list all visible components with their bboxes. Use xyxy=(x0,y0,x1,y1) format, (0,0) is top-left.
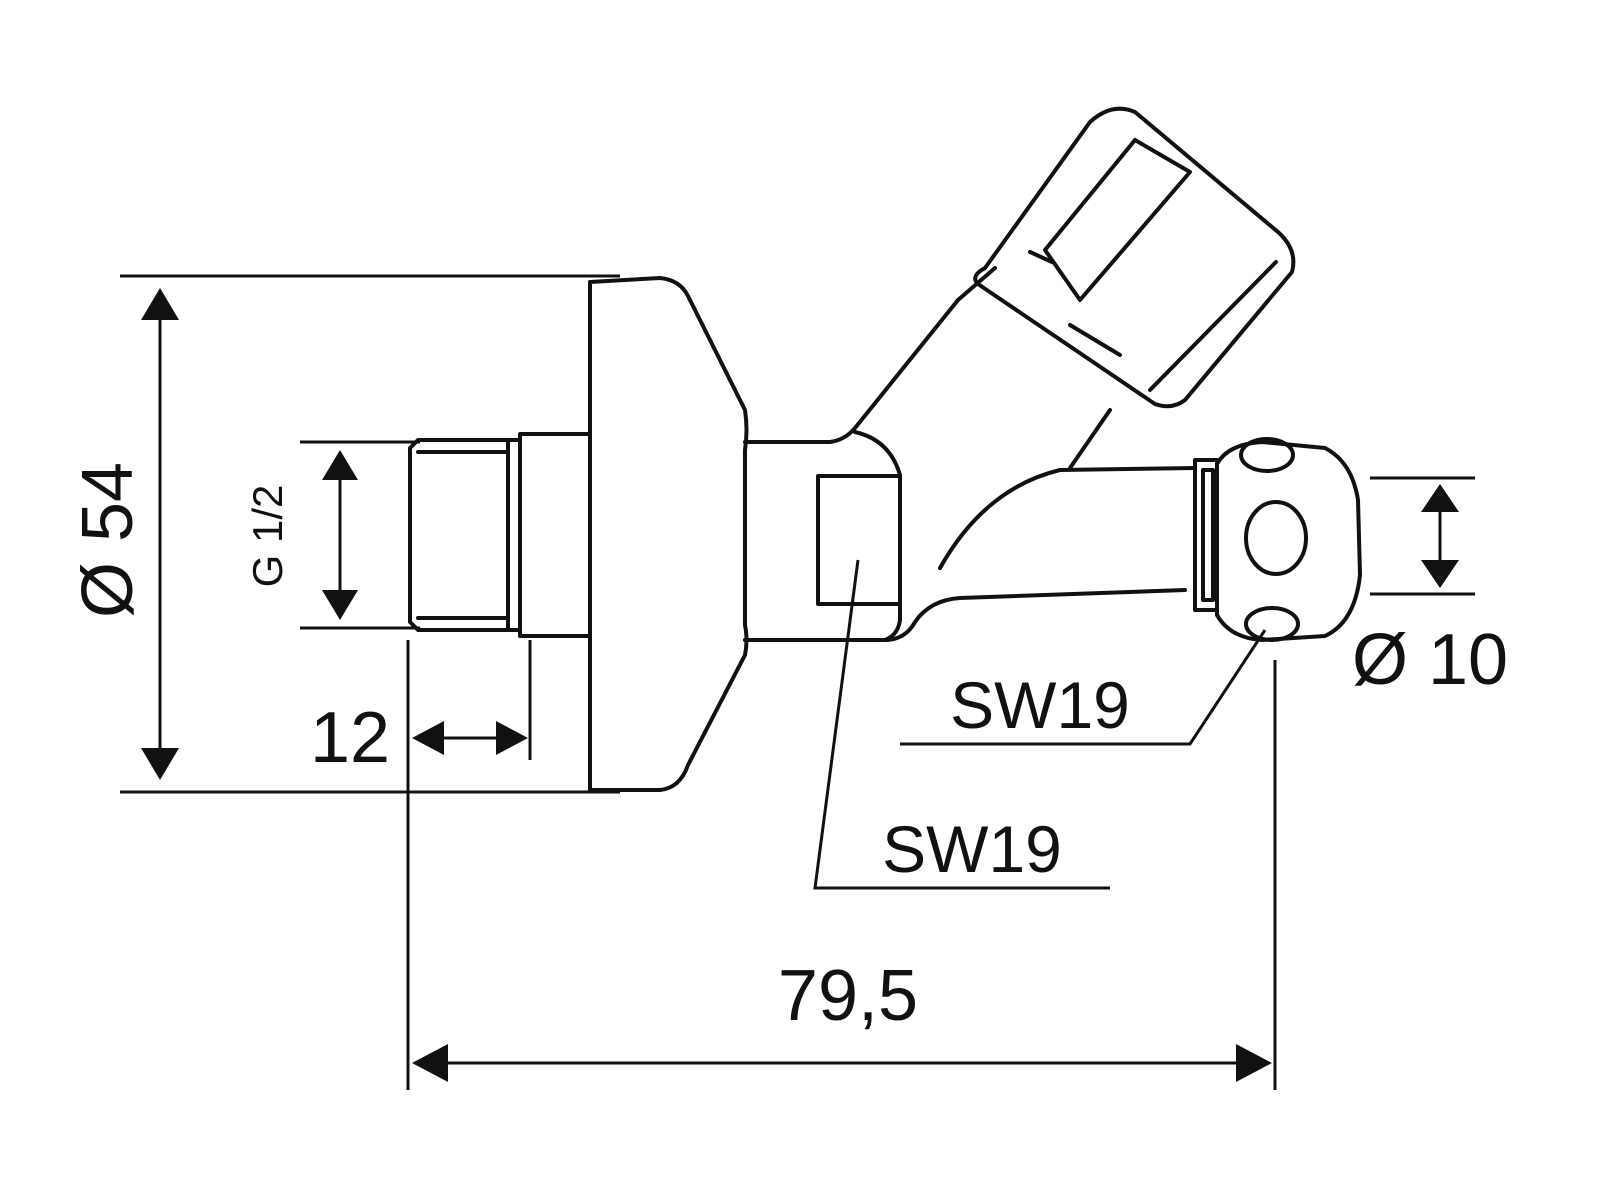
arrow-795-right xyxy=(1236,1044,1272,1082)
dim-10-extension xyxy=(1370,476,1475,596)
upper-branch xyxy=(956,266,1112,470)
dim-54-extension xyxy=(120,274,620,794)
dim-795-extension xyxy=(440,660,1277,1090)
thread-lines xyxy=(416,438,510,632)
outlet-pipe xyxy=(1058,466,1197,606)
collar xyxy=(518,432,592,638)
body-cutout xyxy=(853,430,902,642)
dim-g12-extension xyxy=(300,440,420,630)
dimension-lines xyxy=(120,274,1475,1090)
flange-rosette xyxy=(588,276,749,792)
arrow-12-right xyxy=(496,721,528,755)
nut-hole-top xyxy=(1239,437,1295,473)
body-curve xyxy=(938,468,1062,570)
thread-stub xyxy=(408,438,522,632)
handle-knob xyxy=(973,106,1296,409)
label-thread: G 1/2 xyxy=(244,485,291,588)
handle-grip xyxy=(1043,138,1278,392)
label-flange-diameter: Ø 54 xyxy=(68,462,148,618)
arrow-795-left xyxy=(412,1044,448,1082)
arrow-g12-top xyxy=(322,450,358,480)
label-thread-length: 12 xyxy=(310,698,390,778)
arrow-54-bottom xyxy=(141,748,179,780)
leader-sw19-body xyxy=(813,559,1110,890)
arrow-g12-bottom xyxy=(322,590,358,620)
label-overall-length: 79,5 xyxy=(778,956,918,1036)
label-wrench-size-body: SW19 xyxy=(882,812,1062,886)
leader-sw19-outlet xyxy=(900,629,1267,746)
dim-12-extension xyxy=(406,640,532,1090)
outlet-ring-inner xyxy=(1201,468,1215,602)
nut-hole-bottom xyxy=(1244,606,1300,642)
arrow-10-bottom xyxy=(1421,560,1459,588)
handle-mark xyxy=(1028,250,1054,264)
arrow-54-top xyxy=(141,288,179,320)
arrowheads xyxy=(141,288,1459,1082)
label-wrench-size-outlet: SW19 xyxy=(950,668,1130,742)
arrow-10-top xyxy=(1421,484,1459,512)
label-outlet-diameter: Ø 10 xyxy=(1352,620,1508,700)
valve-body xyxy=(743,298,1187,642)
arrow-12-left xyxy=(412,721,444,755)
hex-nut-body xyxy=(816,474,902,606)
nut-hole-mid xyxy=(1244,500,1308,576)
part-outline xyxy=(408,106,1362,792)
